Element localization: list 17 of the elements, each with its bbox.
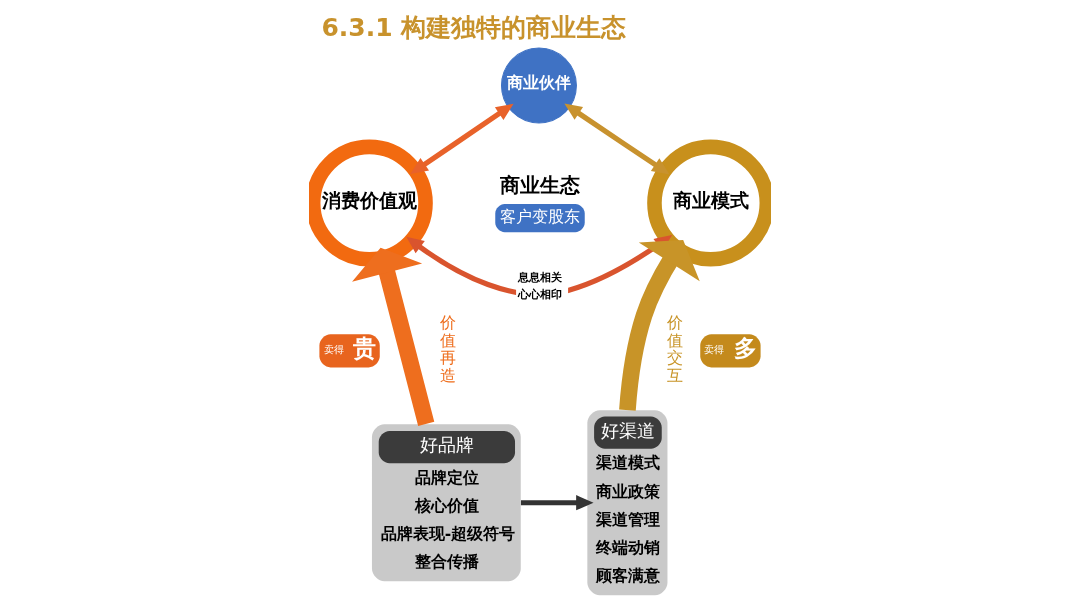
diagram-title: 6.3.1 构建独特的商业生态 (321, 12, 627, 42)
arrow (564, 103, 670, 175)
node-box: 客户变股东 (495, 204, 585, 233)
edge-label: 价值再造 (440, 313, 457, 385)
node-box: 卖得 贵 (319, 334, 380, 368)
node-label: 商业生态 (500, 173, 581, 197)
arrow (619, 240, 700, 411)
node-box: 卖得 多 (700, 334, 761, 368)
arrow (352, 247, 435, 426)
node-box: 好品牌 品牌定位 核心价值 品牌表现-超级符号 整合传播 (371, 424, 521, 582)
edge-label: 价值交互 (666, 313, 683, 385)
node-box: 好渠道 渠道模式 商业政策 渠道管理 终端动销 顾客满意 (587, 410, 668, 596)
arrow (520, 495, 594, 511)
arrow (410, 103, 514, 175)
node-circle: 商业伙伴 (501, 47, 577, 124)
edge-label: 息息相关心心相印 (518, 269, 563, 301)
node-circle: 消费价值观 (309, 139, 433, 267)
